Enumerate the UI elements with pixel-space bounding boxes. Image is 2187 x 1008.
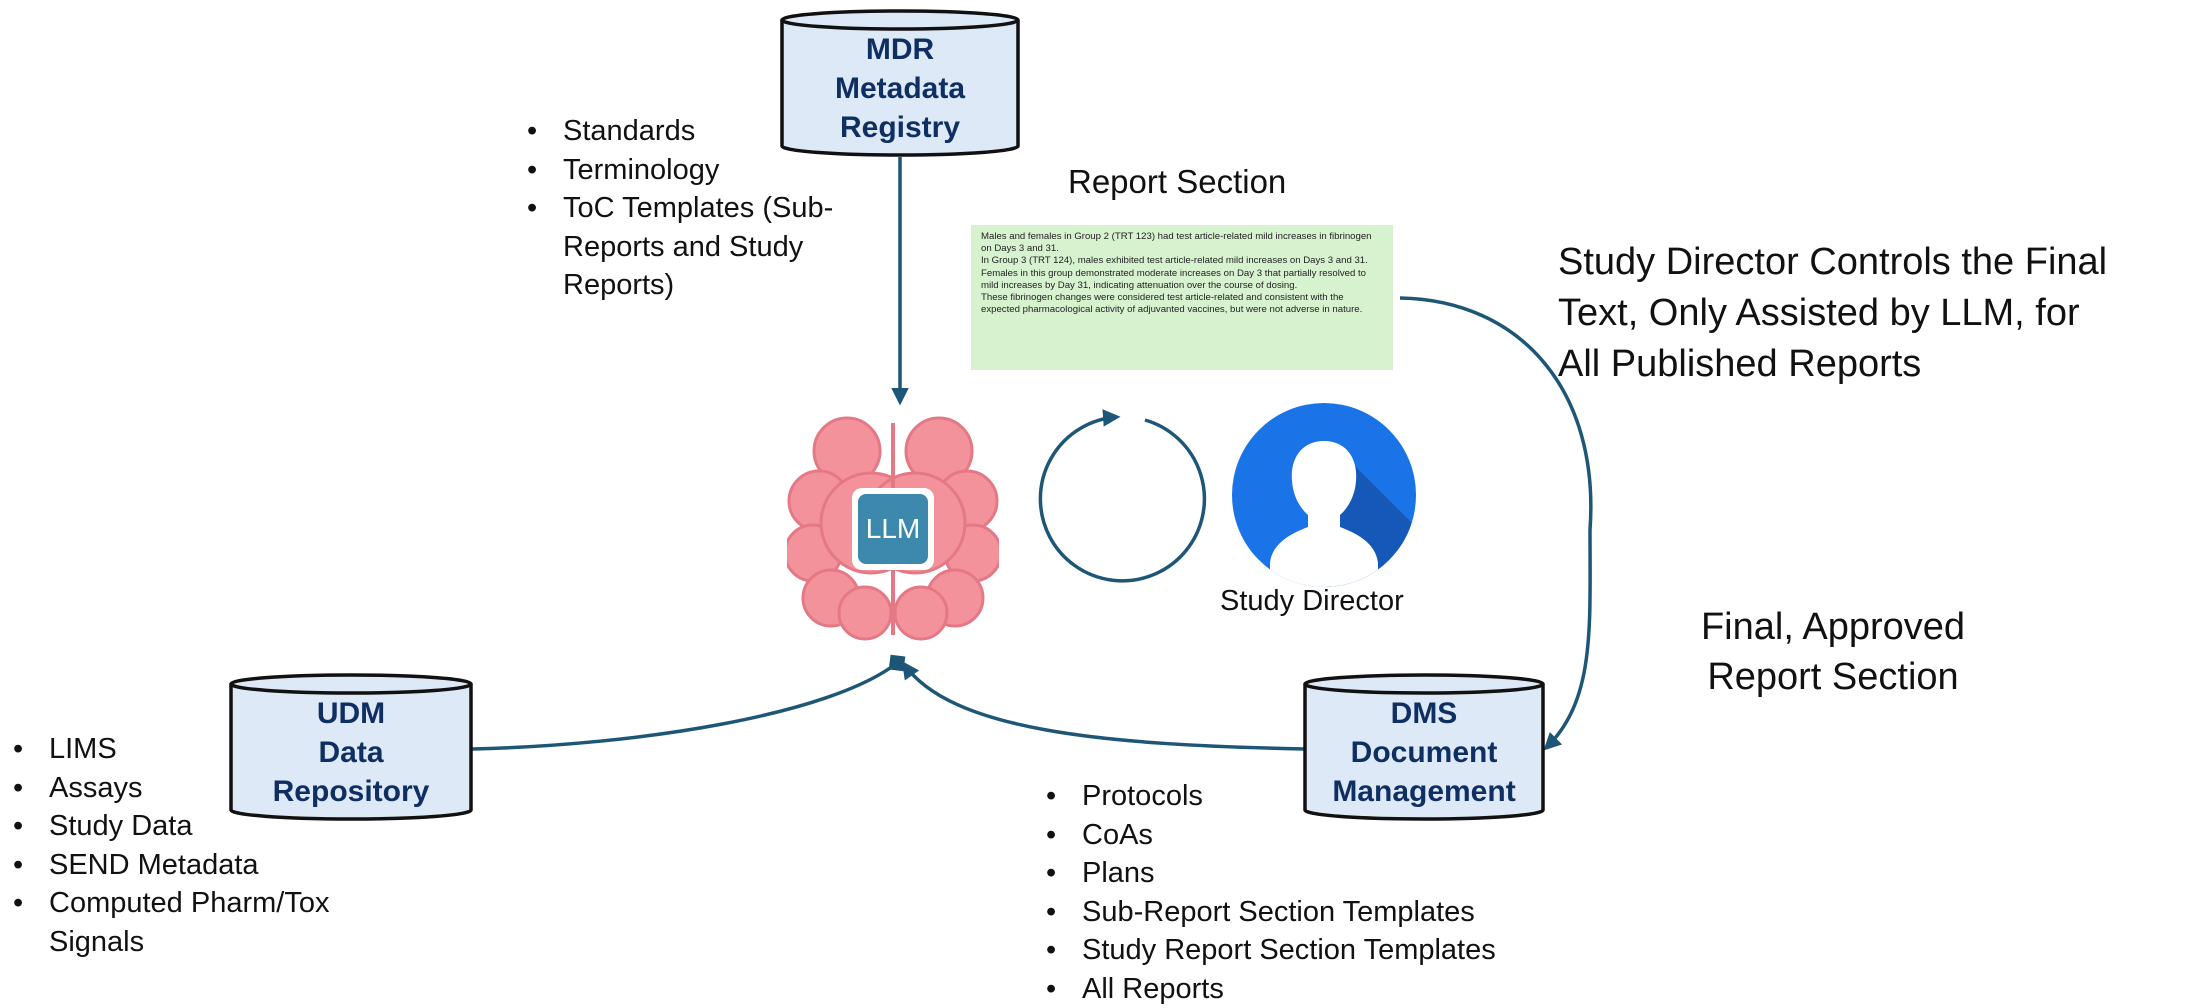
udm-to-llm-connector — [472, 663, 897, 749]
list-item: Protocols — [1044, 777, 1496, 816]
list-item: Computed Pharm/Tox — [11, 884, 329, 923]
final-approved-label: Final, Approved Report Section — [1683, 602, 1983, 702]
report-section-title: Report Section — [1068, 163, 1286, 201]
list-item: Study Report Section Templates — [1044, 931, 1496, 970]
dms-item-list: Protocols CoAs Plans Sub-Report Section … — [1044, 777, 1496, 1008]
dms-to-llm-arrow — [904, 664, 1306, 749]
list-item: CoAs — [1044, 816, 1496, 855]
study-director-label: Study Director — [1220, 585, 1404, 618]
list-item: ToC Templates (Sub- — [525, 189, 833, 228]
person-icon — [1232, 403, 1416, 587]
controls-line-2: Text, Only Assisted by LLM, for — [1558, 288, 2107, 339]
list-item: Terminology — [525, 151, 833, 190]
list-item: Plans — [1044, 854, 1496, 893]
mdr-item-list: Standards Terminology ToC Templates (Sub… — [525, 112, 833, 305]
final-line-2: Report Section — [1683, 652, 1983, 702]
report-paragraph-3: These fibrinogen changes were considered… — [981, 292, 1383, 316]
list-item: Assays — [11, 769, 329, 808]
list-item: Sub-Report Section Templates — [1044, 893, 1496, 932]
udm-title: UDM — [228, 694, 474, 733]
study-director-avatar[interactable] — [1232, 403, 1416, 587]
llm-label: LLM — [858, 494, 928, 564]
list-item: SEND Metadata — [11, 846, 329, 885]
list-item-continuation: Reports and Study — [525, 228, 833, 267]
dms-subtitle-1: Document — [1302, 733, 1546, 772]
list-item-continuation: Reports) — [525, 266, 833, 305]
report-section-box[interactable]: Males and females in Group 2 (TRT 123) h… — [971, 225, 1393, 370]
llm-brain[interactable]: LLM — [787, 413, 999, 643]
list-item: All Reports — [1044, 970, 1496, 1008]
list-item: Standards — [525, 112, 833, 151]
dms-title: DMS — [1302, 694, 1546, 733]
udm-item-list: LIMS Assays Study Data SEND Metadata Com… — [11, 730, 329, 961]
controls-statement: Study Director Controls the Final Text, … — [1558, 237, 2107, 390]
report-paragraph-1: Males and females in Group 2 (TRT 123) h… — [981, 231, 1383, 255]
mdr-subtitle-1: Metadata — [779, 69, 1021, 108]
list-item-continuation: Signals — [11, 923, 329, 962]
mdr-title: MDR — [779, 30, 1021, 69]
list-item: LIMS — [11, 730, 329, 769]
final-line-1: Final, Approved — [1683, 602, 1983, 652]
controls-line-3: All Published Reports — [1558, 339, 2107, 390]
report-paragraph-2: In Group 3 (TRT 124), males exhibited te… — [981, 255, 1383, 292]
review-cycle-arrow — [1040, 417, 1204, 581]
list-item: Study Data — [11, 807, 329, 846]
controls-line-1: Study Director Controls the Final — [1558, 237, 2107, 288]
